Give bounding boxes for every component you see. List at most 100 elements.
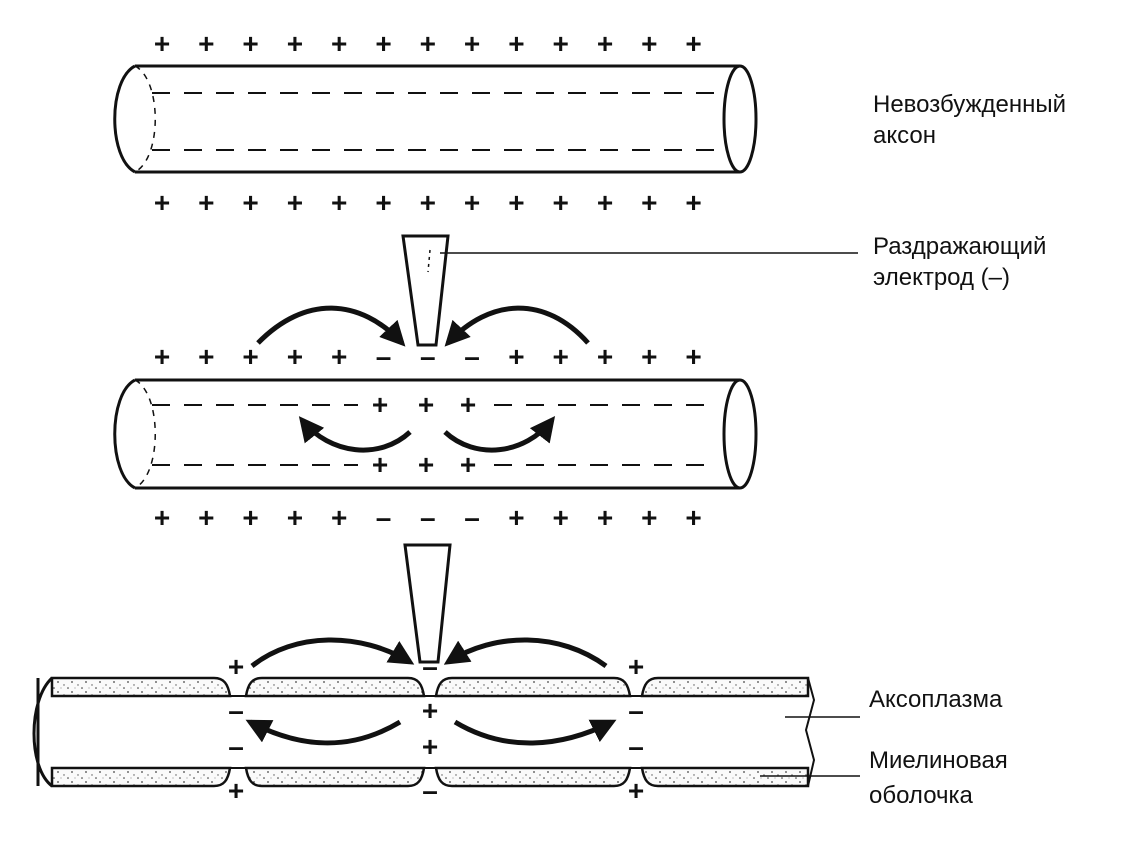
charge-sign: + <box>422 695 438 726</box>
stimulating-electrode <box>401 234 858 347</box>
charge-sign: + <box>597 28 613 59</box>
charge-sign: + <box>372 389 388 420</box>
resting-axon <box>113 64 758 174</box>
charge-sign: + <box>641 187 657 218</box>
resting-axon-label-line1: Невозбужденный <box>873 91 1066 118</box>
charge-sign: + <box>331 187 347 218</box>
axon2-inner-bottom-charges: + + + <box>372 449 476 480</box>
myelinated-outer-top-charges: + – + <box>228 651 644 682</box>
charge-sign: + <box>331 341 347 372</box>
axon2-top-charges: +++++–––+++++ <box>154 341 702 372</box>
charge-sign: + <box>418 449 434 480</box>
charge-sign: + <box>460 449 476 480</box>
charge-sign: – <box>420 502 436 533</box>
saltatory-arrow-inner-right <box>453 719 617 746</box>
saltatory-arrow-outer-left <box>250 637 415 668</box>
charge-sign: + <box>464 28 480 59</box>
charge-sign: + <box>628 775 644 806</box>
axon2-inner-top-charges: + + + <box>372 389 476 420</box>
myelinated-inner-bottom-charges: – + – <box>228 731 644 762</box>
axoplasm-label: Аксоплазма <box>869 686 1003 713</box>
charge-sign: – <box>422 651 438 682</box>
charge-sign: + <box>242 28 258 59</box>
myelinated-inner-top-charges: – + – <box>228 695 644 726</box>
charge-sign: + <box>420 187 436 218</box>
charge-sign: + <box>422 731 438 762</box>
charge-sign: + <box>287 502 303 533</box>
charge-sign: + <box>228 775 244 806</box>
myelinated-outer-bottom-charges: + – + <box>228 775 644 806</box>
charge-sign: + <box>375 28 391 59</box>
charge-sign: + <box>508 341 524 372</box>
charge-sign: + <box>597 341 613 372</box>
charge-sign: + <box>597 502 613 533</box>
charge-sign: + <box>154 28 170 59</box>
charge-sign: + <box>242 187 258 218</box>
charge-sign: + <box>154 341 170 372</box>
stimulating-electrode-2 <box>403 543 452 664</box>
myelin-label-line2: оболочка <box>869 782 974 809</box>
charge-sign: + <box>628 651 644 682</box>
resting-axon-label-line2: аксон <box>873 122 936 149</box>
charge-sign: + <box>553 28 569 59</box>
charge-sign: + <box>641 502 657 533</box>
charge-sign: – <box>228 695 244 726</box>
charge-sign: + <box>464 187 480 218</box>
excited-axon <box>113 378 758 490</box>
saltatory-arrow-inner-left <box>245 719 402 746</box>
charge-sign: + <box>420 28 436 59</box>
charge-sign: + <box>418 389 434 420</box>
charge-sign: + <box>198 187 214 218</box>
axon1-top-charges: + + + + + + + + + + + + + <box>154 28 702 59</box>
charge-sign: + <box>287 341 303 372</box>
charge-sign: – <box>628 731 644 762</box>
charge-sign: + <box>597 187 613 218</box>
charge-sign: + <box>508 502 524 533</box>
charge-sign: – <box>420 341 436 372</box>
charge-sign: + <box>331 28 347 59</box>
charge-sign: + <box>553 502 569 533</box>
charge-sign: – <box>228 731 244 762</box>
charge-sign: + <box>460 389 476 420</box>
charge-sign: + <box>198 28 214 59</box>
charge-sign: + <box>242 341 258 372</box>
charge-sign: + <box>375 187 391 218</box>
charge-sign: – <box>628 695 644 726</box>
inner-current-arrow-right <box>443 416 556 453</box>
charge-sign: + <box>641 341 657 372</box>
charge-sign: + <box>685 341 701 372</box>
charge-sign: + <box>198 502 214 533</box>
electrode-label-line1: Раздражающий <box>873 233 1046 260</box>
myelin-label-line1: Миелиновая <box>869 747 1008 774</box>
charge-sign: + <box>685 187 701 218</box>
myelinated-axon <box>32 676 816 788</box>
charge-sign: + <box>228 651 244 682</box>
axon2-bottom-charges: +++++–––+++++ <box>154 502 702 533</box>
charge-sign: – <box>464 341 480 372</box>
charge-sign: – <box>376 502 392 533</box>
charge-sign: + <box>641 28 657 59</box>
charge-sign: + <box>508 28 524 59</box>
charge-sign: – <box>376 341 392 372</box>
charge-sign: + <box>685 502 701 533</box>
outer-current-arrow-left <box>256 305 406 347</box>
charge-sign: + <box>154 187 170 218</box>
charge-sign: + <box>154 502 170 533</box>
charge-sign: – <box>464 502 480 533</box>
charge-sign: + <box>553 187 569 218</box>
outer-current-arrow-right <box>444 305 590 347</box>
charge-sign: + <box>242 502 258 533</box>
axon1-bottom-charges: + + + + + + + + + + + + + <box>154 187 702 218</box>
charge-sign: – <box>422 775 438 806</box>
electrode-label-line2: электрод (–) <box>873 264 1010 291</box>
charge-sign: + <box>287 187 303 218</box>
charge-sign: + <box>508 187 524 218</box>
charge-sign: + <box>685 28 701 59</box>
charge-sign: + <box>372 449 388 480</box>
inner-current-arrow-left <box>298 416 412 453</box>
charge-sign: + <box>331 502 347 533</box>
charge-sign: + <box>287 28 303 59</box>
charge-sign: + <box>553 341 569 372</box>
saltatory-arrow-outer-right <box>443 637 608 669</box>
